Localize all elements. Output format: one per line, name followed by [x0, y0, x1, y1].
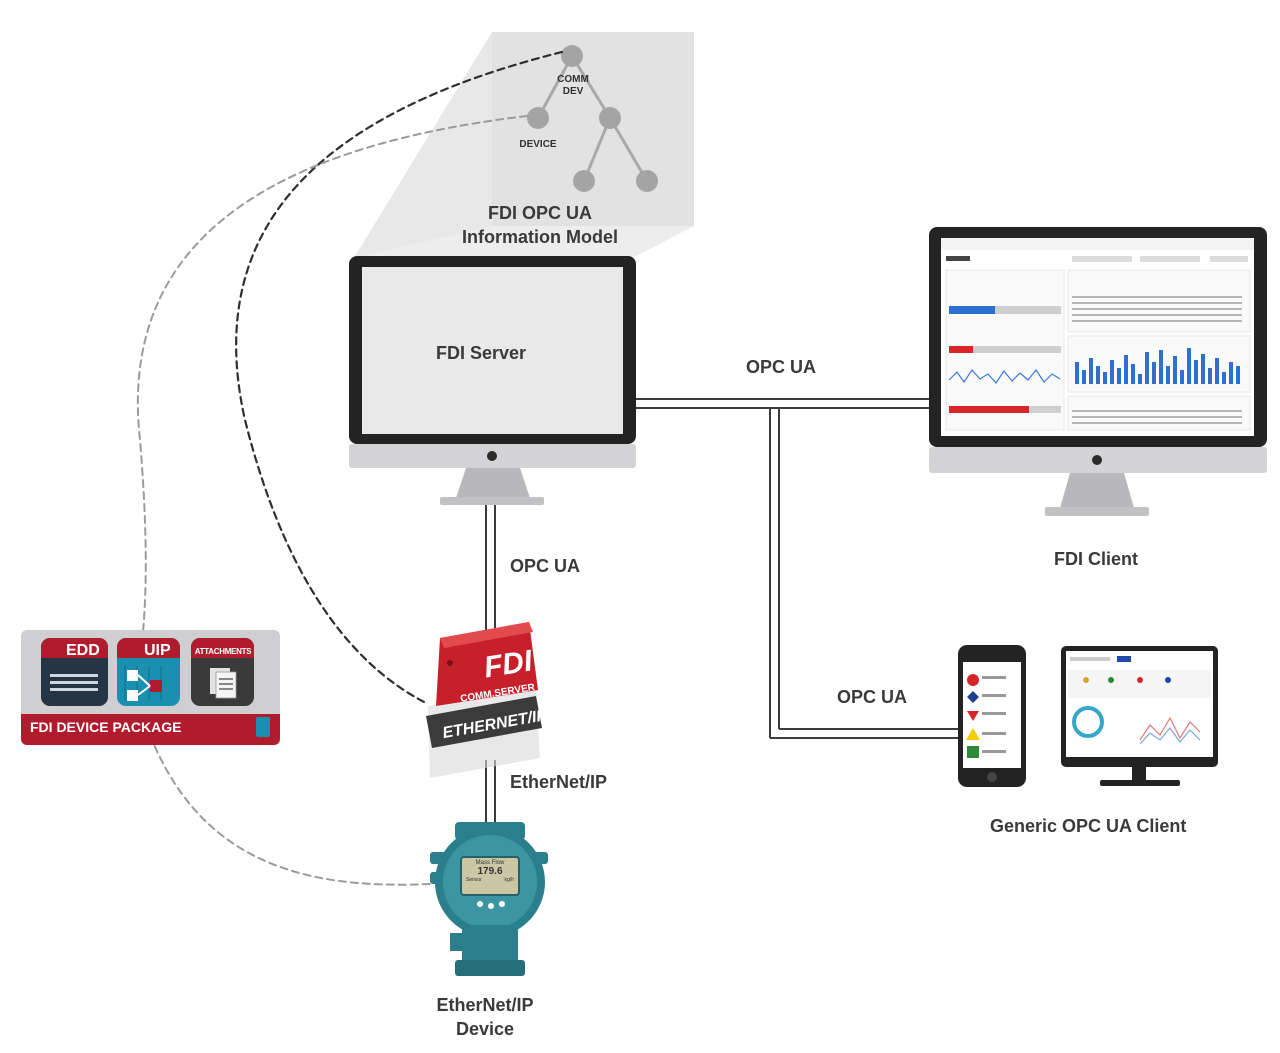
dashed-link-device	[136, 115, 528, 661]
ethernet-ip-device	[430, 822, 548, 976]
fdi-server-label: FDI Server	[436, 343, 527, 363]
device-label-line1: EtherNet/IP	[436, 995, 534, 1015]
ethernet-ip-link-label: EtherNet/IP	[510, 772, 608, 792]
dashed-link-comm-dev	[235, 50, 564, 706]
fdi-client-label: FDI Client	[1054, 549, 1138, 569]
opc-ua-server-comm-label: OPC UA	[510, 556, 581, 576]
smartphone	[958, 645, 1026, 787]
generic-client-monitor	[1061, 646, 1218, 786]
fdi-device-package	[21, 630, 280, 745]
edd-tile-label: EDD	[66, 642, 100, 659]
comm-line1: COMM	[557, 74, 589, 85]
fdi-comm-server	[426, 622, 542, 778]
tree-node-comm-dev-label: COMM DEV	[548, 74, 598, 98]
device-label-line2: Device	[455, 1019, 515, 1039]
comm-line2: DEV	[562, 86, 584, 97]
information-model-panel	[354, 32, 694, 258]
ethernet-ip-device-label: EtherNet/IP Device	[405, 993, 565, 1041]
dashed-link-package-device	[149, 734, 431, 886]
info-model-title-line2: Information Model	[462, 227, 618, 247]
device-display: Mass Flow 179.6 Sensor kg/h	[463, 858, 517, 894]
tree-edges	[536, 55, 649, 182]
tree-node-comm-dev	[561, 45, 583, 67]
tree-node-leaf	[573, 170, 595, 192]
opc-ua-generic-label: OPC UA	[837, 687, 908, 707]
tree-node-device	[527, 107, 549, 129]
info-model-title: FDI OPC UA Information Model	[430, 201, 650, 249]
display-value: 179.6	[477, 866, 503, 877]
tree-node-leaf	[636, 170, 658, 192]
package-title: FDI DEVICE PACKAGE	[30, 719, 182, 735]
display-unit: kg/h	[504, 877, 514, 883]
attachments-tile-label: ATTACHMENTS	[194, 647, 252, 656]
tree-node-branch	[599, 107, 621, 129]
fdi-server-monitor	[349, 256, 636, 505]
connection-lines	[485, 398, 958, 835]
display-left: Sensor	[466, 877, 482, 883]
display-title: Mass Flow	[475, 860, 505, 866]
fdi-client-monitor	[929, 227, 1267, 516]
generic-opc-ua-client-label: Generic OPC UA Client	[990, 816, 1187, 836]
dashboard-screen	[941, 238, 1254, 431]
opc-ua-server-client-label: OPC UA	[746, 357, 817, 377]
uip-tile-label: UIP	[144, 642, 171, 659]
info-model-title-line1: FDI OPC UA	[487, 203, 592, 223]
dashed-links	[136, 50, 564, 886]
tree-node-device-label: DEVICE	[519, 139, 557, 150]
